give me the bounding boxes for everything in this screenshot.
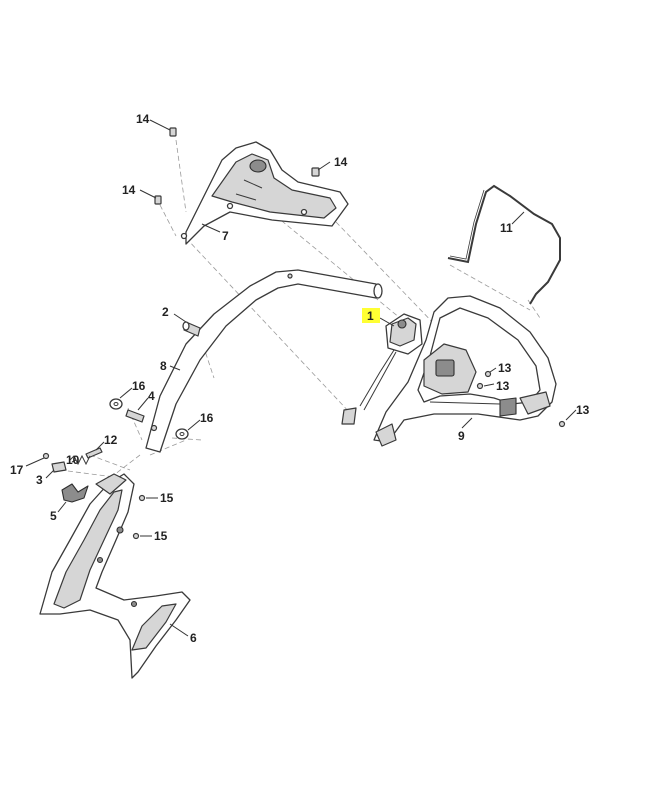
part-15-screws <box>132 494 146 540</box>
callout-14: 14 <box>136 112 150 126</box>
part-9-upper-handle <box>373 295 557 447</box>
callout-16: 16 <box>132 379 146 393</box>
callout-12: 12 <box>104 433 118 447</box>
callout-1-highlight <box>362 308 380 323</box>
callout-8: 8 <box>160 359 167 373</box>
callout-10: 10 <box>66 453 80 467</box>
part-16-washers <box>109 398 189 440</box>
washer-icon <box>175 428 189 440</box>
callout-11: 11 <box>500 221 513 235</box>
callout-6: 6 <box>190 631 197 645</box>
callout-13: 13 <box>498 361 512 375</box>
part-4-bolt <box>125 409 145 423</box>
callout-14: 14 <box>122 183 136 197</box>
callout-leader-lines <box>25 119 577 637</box>
screw-icon <box>169 127 177 137</box>
callout-16: 16 <box>200 411 214 425</box>
part-1-switch-box <box>341 313 423 425</box>
screw-icon <box>132 532 140 540</box>
part-2-pin <box>182 321 201 337</box>
washer-icon <box>109 398 123 410</box>
part-11-wire-bail <box>447 184 561 305</box>
screw-icon <box>558 420 566 428</box>
callout-13: 13 <box>496 379 510 393</box>
screw-icon <box>138 494 146 502</box>
callout-4: 4 <box>148 389 155 403</box>
screw-icon <box>154 195 162 205</box>
part-3-clip <box>51 461 67 473</box>
part-10-spring <box>69 454 91 466</box>
callout-7: 7 <box>222 229 229 243</box>
callout-17: 17 <box>10 463 24 477</box>
part-12-pin <box>85 447 103 459</box>
callout-13: 13 <box>576 403 590 417</box>
screw-icon <box>311 167 320 177</box>
callout-2: 2 <box>162 305 169 319</box>
callout-14: 14 <box>334 155 348 169</box>
part-13-screws <box>476 370 566 428</box>
part-8-handle-tube <box>145 269 383 453</box>
screw-icon <box>476 382 484 390</box>
callout-3: 3 <box>36 473 43 487</box>
part-6-lower-bracket <box>39 473 191 679</box>
callout-5: 5 <box>50 509 57 523</box>
part-17-screw <box>42 452 50 460</box>
callout-15: 15 <box>160 491 174 505</box>
part-5-wing-nut <box>61 483 89 503</box>
callout-1: 1 <box>367 309 374 323</box>
callout-labels: 14 14 14 7 11 2 1 8 13 13 13 16 4 16 9 1… <box>10 112 590 645</box>
callout-15: 15 <box>154 529 168 543</box>
callout-9: 9 <box>458 429 465 443</box>
screw-icon <box>484 370 492 378</box>
part-7-handle-cover <box>180 141 349 245</box>
part-14-screws <box>154 127 320 205</box>
